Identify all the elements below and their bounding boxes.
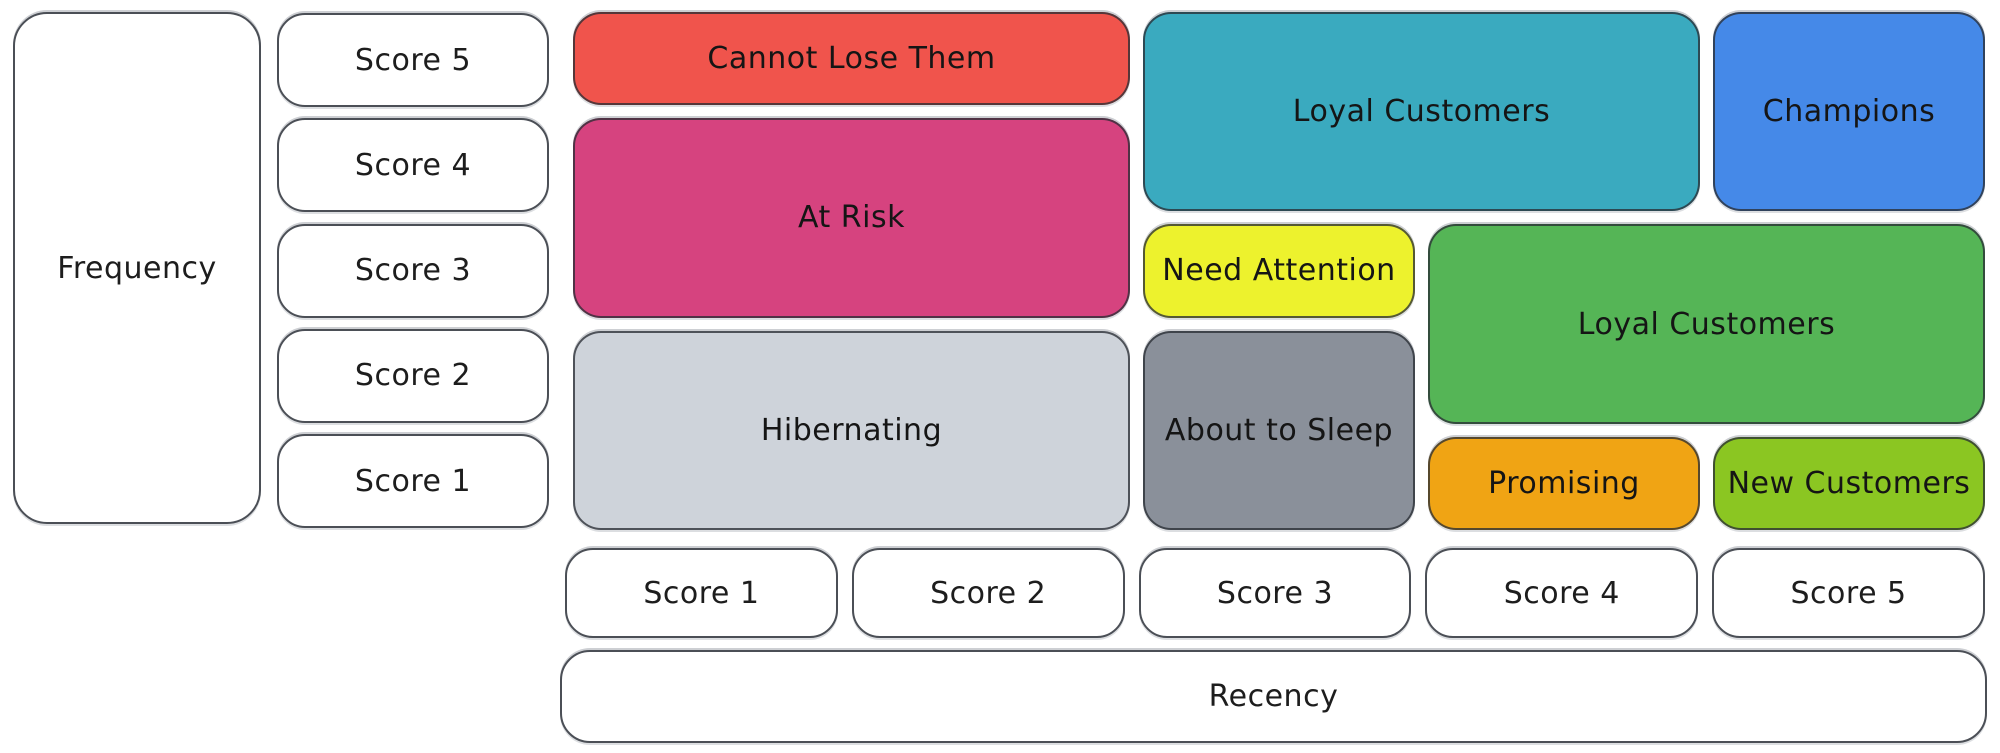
- segment-at-risk: At Risk: [573, 118, 1130, 318]
- segment-loyal-customers: Loyal Customers: [1428, 224, 1985, 424]
- segment-loyal-customers: Loyal Customers: [1143, 12, 1700, 212]
- frequency-score-1: Score 1: [277, 434, 549, 528]
- segment-cannot-lose-them: Cannot Lose Them: [573, 12, 1130, 106]
- frequency-score-column: Score 5 Score 4 Score 3 Score 2 Score 1: [277, 13, 549, 528]
- recency-axis-label: Recency: [560, 650, 1987, 743]
- segment-need-attention: Need Attention: [1143, 224, 1415, 318]
- frequency-axis-label: Frequency: [13, 12, 261, 524]
- recency-score-1: Score 1: [565, 548, 838, 638]
- frequency-score-5: Score 5: [277, 13, 549, 107]
- segment-new-customers: New Customers: [1713, 436, 1985, 530]
- frequency-score-4: Score 4: [277, 118, 549, 213]
- recency-score-2: Score 2: [851, 548, 1125, 638]
- frequency-score-2: Score 2: [277, 328, 549, 423]
- recency-score-3: Score 3: [1138, 548, 1412, 638]
- recency-score-5: Score 5: [1712, 548, 1985, 638]
- recency-score-4: Score 4: [1425, 548, 1699, 638]
- frequency-score-3: Score 3: [277, 223, 549, 318]
- segment-about-to-sleep: About to Sleep: [1143, 330, 1415, 530]
- segment-champions: Champions: [1713, 12, 1985, 212]
- segment-promising: Promising: [1428, 436, 1700, 530]
- segment-hibernating: Hibernating: [573, 330, 1130, 530]
